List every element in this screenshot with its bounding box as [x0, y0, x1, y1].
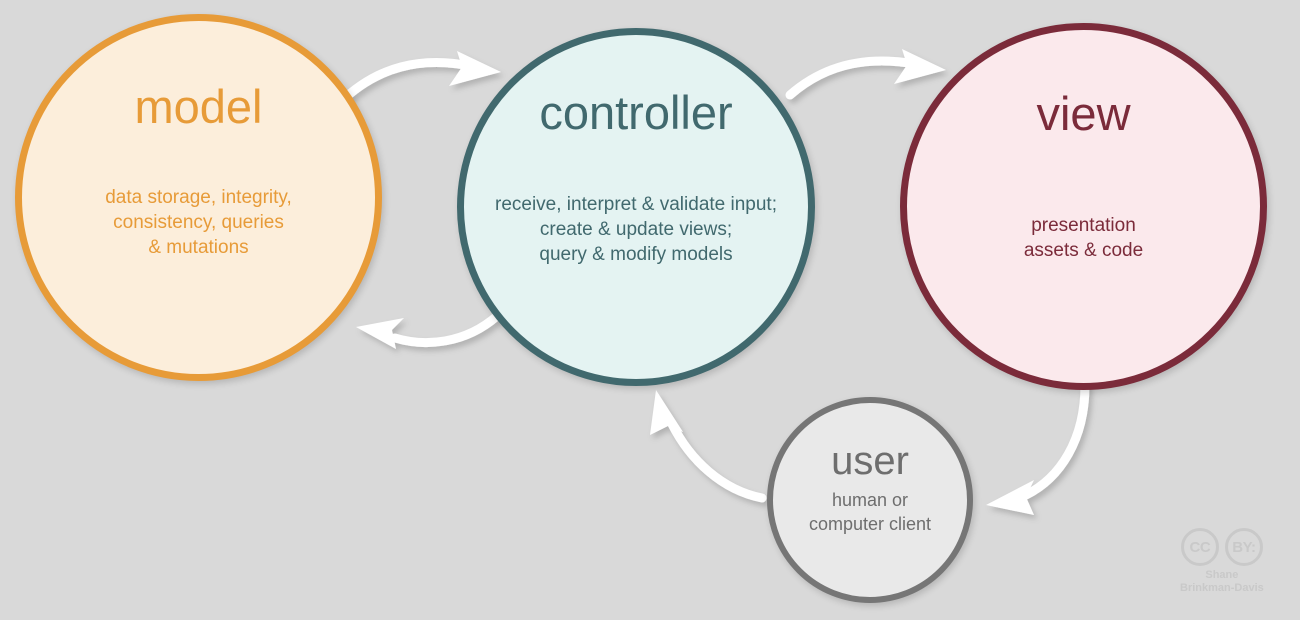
node-controller-description: receive, interpret & validate input; cre… [495, 194, 777, 266]
license-marks: CC BY: [1180, 528, 1263, 566]
node-view-title: view [1036, 87, 1131, 140]
node-view-description: presentation assets & code [1023, 215, 1144, 262]
arrow-controller-to-model [356, 311, 502, 349]
node-user[interactable]: user human or computer client [767, 397, 973, 603]
node-controller[interactable]: controller receive, interpret & validate… [457, 28, 815, 386]
node-model[interactable]: model data storage, integrity, consisten… [15, 14, 382, 381]
license-badge: CC BY: Shane Brinkman-Davis [1180, 528, 1264, 594]
arrow-controller-to-view [785, 49, 946, 100]
node-user-title: user [831, 439, 909, 483]
node-controller-title: controller [539, 86, 733, 139]
arrow-view-to-user [986, 380, 1090, 515]
node-view[interactable]: view presentation assets & code [900, 23, 1267, 390]
arrow-model-to-controller [340, 51, 501, 103]
arrow-user-to-controller [650, 390, 767, 503]
license-author: Shane Brinkman-Davis [1180, 569, 1264, 594]
node-model-description: data storage, integrity, consistency, qu… [105, 187, 292, 259]
attribution-by-icon: BY: [1224, 528, 1263, 566]
creative-commons-icon: CC [1180, 528, 1219, 566]
node-user-description: human or computer client [808, 490, 932, 534]
node-model-title: model [134, 80, 263, 133]
